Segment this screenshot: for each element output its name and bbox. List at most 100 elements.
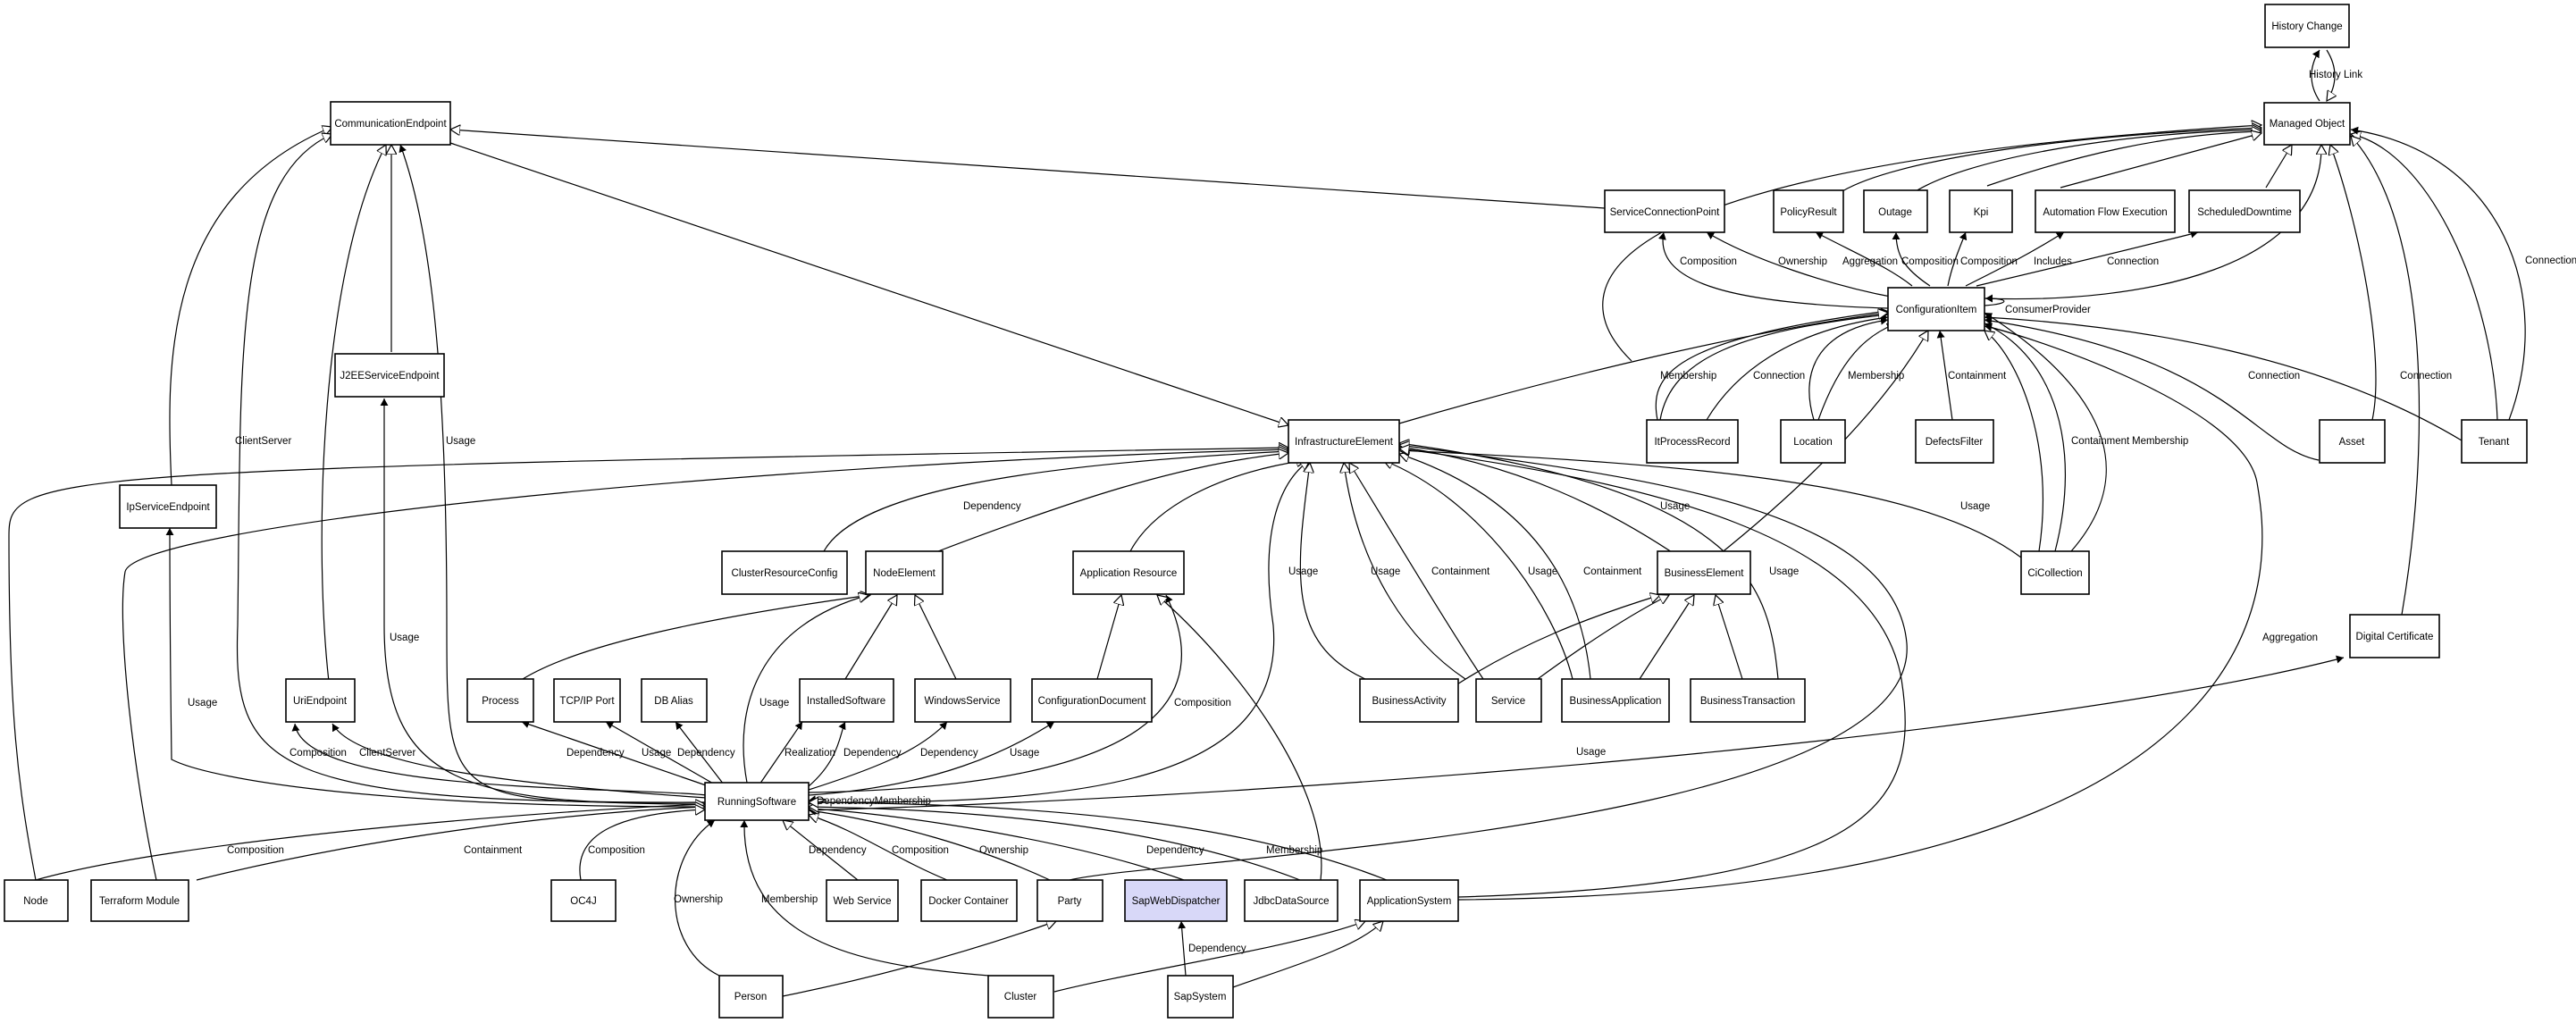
node-business-element[interactable]: BusinessElement: [1657, 550, 1751, 595]
edge-rs-ce-cs: [236, 134, 706, 803]
node-sap-web-dispatcher[interactable]: SapWebDispatcher: [1124, 879, 1228, 922]
svg-text:Terraform Module: Terraform Module: [99, 896, 180, 907]
edge-ci-self: [1984, 294, 2005, 306]
svg-text:ApplicationSystem: ApplicationSystem: [1367, 896, 1452, 907]
edge-label: Containment: [1431, 566, 1490, 577]
svg-text:ItProcessRecord: ItProcessRecord: [1654, 437, 1730, 448]
node-oc4j[interactable]: OC4J: [550, 879, 617, 922]
node-terraform-module[interactable]: Terraform Module: [90, 879, 189, 922]
edge-bapp-be: [1639, 595, 1694, 680]
node-location[interactable]: Location: [1780, 419, 1846, 464]
node-business-activity[interactable]: BusinessActivity: [1359, 678, 1459, 723]
svg-text:Party: Party: [1058, 896, 1082, 907]
edge-label: Membership: [761, 894, 818, 905]
svg-text:Digital Certificate: Digital Certificate: [2356, 632, 2434, 642]
edge-ws-ne: [915, 595, 957, 680]
edge-label: Ownership: [674, 894, 723, 905]
node-kpi[interactable]: Kpi: [1949, 189, 2013, 233]
node-application-resource[interactable]: Application Resource: [1072, 550, 1185, 595]
edge-ar-ie: [1129, 460, 1306, 552]
node-automation-flow-execution[interactable]: Automation Flow Execution: [2035, 189, 2176, 233]
node-tcp-ip-port[interactable]: TCP/IP Port: [553, 678, 621, 723]
node-service[interactable]: Service: [1475, 678, 1542, 723]
svg-text:DB Alias: DB Alias: [654, 696, 693, 707]
edge-pr-mo: [1842, 128, 2261, 192]
edge-dc-mo: [2351, 136, 2421, 616]
node-it-process-record[interactable]: ItProcessRecord: [1646, 419, 1739, 464]
edge-label: Includes: [2034, 256, 2072, 267]
node-docker-container[interactable]: Docker Container: [920, 879, 1018, 922]
node-cluster-resource-config[interactable]: ClusterResourceConfig: [721, 550, 848, 595]
edge-rs-proc: [521, 720, 709, 787]
edge-label: Dependency: [566, 748, 625, 759]
edge-rs-uri-cs: [331, 723, 708, 799]
svg-text:BusinessApplication: BusinessApplication: [1570, 696, 1662, 707]
edge-ce-scp: [450, 130, 1606, 209]
svg-text:Docker Container: Docker Container: [928, 896, 1009, 907]
node-history-change[interactable]: History Change: [2264, 4, 2350, 48]
node-scheduled-downtime[interactable]: ScheduledDowntime: [2188, 189, 2301, 233]
edge-ipr-ci: [1655, 307, 1889, 421]
edge-person-rs: [675, 819, 720, 977]
node-tenant[interactable]: Tenant: [2461, 419, 2528, 464]
svg-text:J2EEServiceEndpoint: J2EEServiceEndpoint: [340, 371, 440, 382]
node-cluster[interactable]: Cluster: [987, 975, 1054, 1019]
edge-tenant-mo-conn: [2350, 126, 2526, 421]
node-j2ee-service-endpoint[interactable]: J2EEServiceEndpoint: [334, 353, 445, 398]
node-jdbc-data-source[interactable]: JdbcDataSource: [1244, 879, 1338, 922]
node-sap-system[interactable]: SapSystem: [1167, 975, 1234, 1019]
node-business-transaction[interactable]: BusinessTransaction: [1690, 678, 1806, 723]
edge-label: Dependency: [1188, 943, 1246, 954]
node-infrastructure-element[interactable]: InfrastructureElement: [1288, 419, 1400, 464]
edge-label: Dependency: [920, 748, 978, 759]
node-running-software[interactable]: RunningSoftware: [704, 782, 810, 821]
edge-label: Usage: [642, 748, 671, 759]
edge-label: Usage: [1769, 566, 1799, 577]
edge-rs-is-real: [759, 721, 803, 785]
edge-df-ci: [1936, 330, 1953, 421]
node-node[interactable]: Node: [4, 879, 69, 922]
edge-bt-ie: [1399, 443, 1779, 680]
edge-label: Usage: [390, 633, 419, 643]
node-asset[interactable]: Asset: [2319, 419, 2386, 464]
edge-ci-sd: [1976, 230, 2199, 287]
node-windows-service[interactable]: WindowsService: [914, 678, 1011, 723]
edge-rs-ar: [808, 594, 1183, 793]
edge-label: Usage: [1960, 501, 1990, 512]
node-party[interactable]: Party: [1036, 879, 1103, 922]
node-defects-filter[interactable]: DefectsFilter: [1915, 419, 1994, 464]
node-digital-certificate[interactable]: Digital Certificate: [2349, 614, 2440, 658]
node-installed-software[interactable]: InstalledSoftware: [799, 678, 894, 723]
edge-label: Composition: [1174, 698, 1231, 709]
node-configuration-item[interactable]: ConfigurationItem: [1887, 287, 1985, 331]
edge-label: Aggregation: [1842, 256, 1898, 267]
svg-text:BusinessActivity: BusinessActivity: [1372, 696, 1446, 707]
node-person[interactable]: Person: [718, 975, 784, 1019]
node-business-application[interactable]: BusinessApplication: [1561, 678, 1670, 723]
node-application-system[interactable]: ApplicationSystem: [1359, 879, 1459, 922]
svg-text:Automation Flow Execution: Automation Flow Execution: [2043, 207, 2167, 218]
edge-rs-ne: [743, 595, 868, 784]
node-configuration-document[interactable]: ConfigurationDocument: [1031, 678, 1153, 723]
node-web-service[interactable]: Web Service: [826, 879, 899, 922]
edge-docker-rs: [809, 815, 948, 881]
node-node-element[interactable]: NodeElement: [865, 550, 944, 595]
node-process[interactable]: Process: [466, 678, 534, 723]
node-communication-endpoint[interactable]: CommunicationEndpoint: [330, 101, 451, 146]
svg-text:Application Resource: Application Resource: [1080, 568, 1178, 579]
node-db-alias[interactable]: DB Alias: [641, 678, 708, 723]
node-ci-collection[interactable]: CiCollection: [2020, 550, 2090, 595]
edge-rs-j2ee: [380, 398, 709, 805]
node-service-connection-point[interactable]: ServiceConnectionPoint: [1604, 189, 1725, 233]
edges: [8, 49, 2526, 997]
node-managed-object[interactable]: Managed Object: [2263, 102, 2351, 146]
edge-label: Composition: [588, 845, 645, 856]
edge-jdbc-ar: [1157, 595, 1322, 881]
edge-label: Containment: [2071, 436, 2130, 447]
node-uri-endpoint[interactable]: UriEndpoint: [285, 678, 356, 723]
node-outage[interactable]: Outage: [1863, 189, 1928, 233]
node-ip-service-endpoint[interactable]: IpServiceEndpoint: [119, 484, 217, 529]
node-policy-result[interactable]: PolicyResult: [1773, 189, 1844, 233]
edge-label: Connection: [1753, 371, 1805, 382]
nodes: History Change Managed Object Communicat…: [4, 4, 2528, 1019]
